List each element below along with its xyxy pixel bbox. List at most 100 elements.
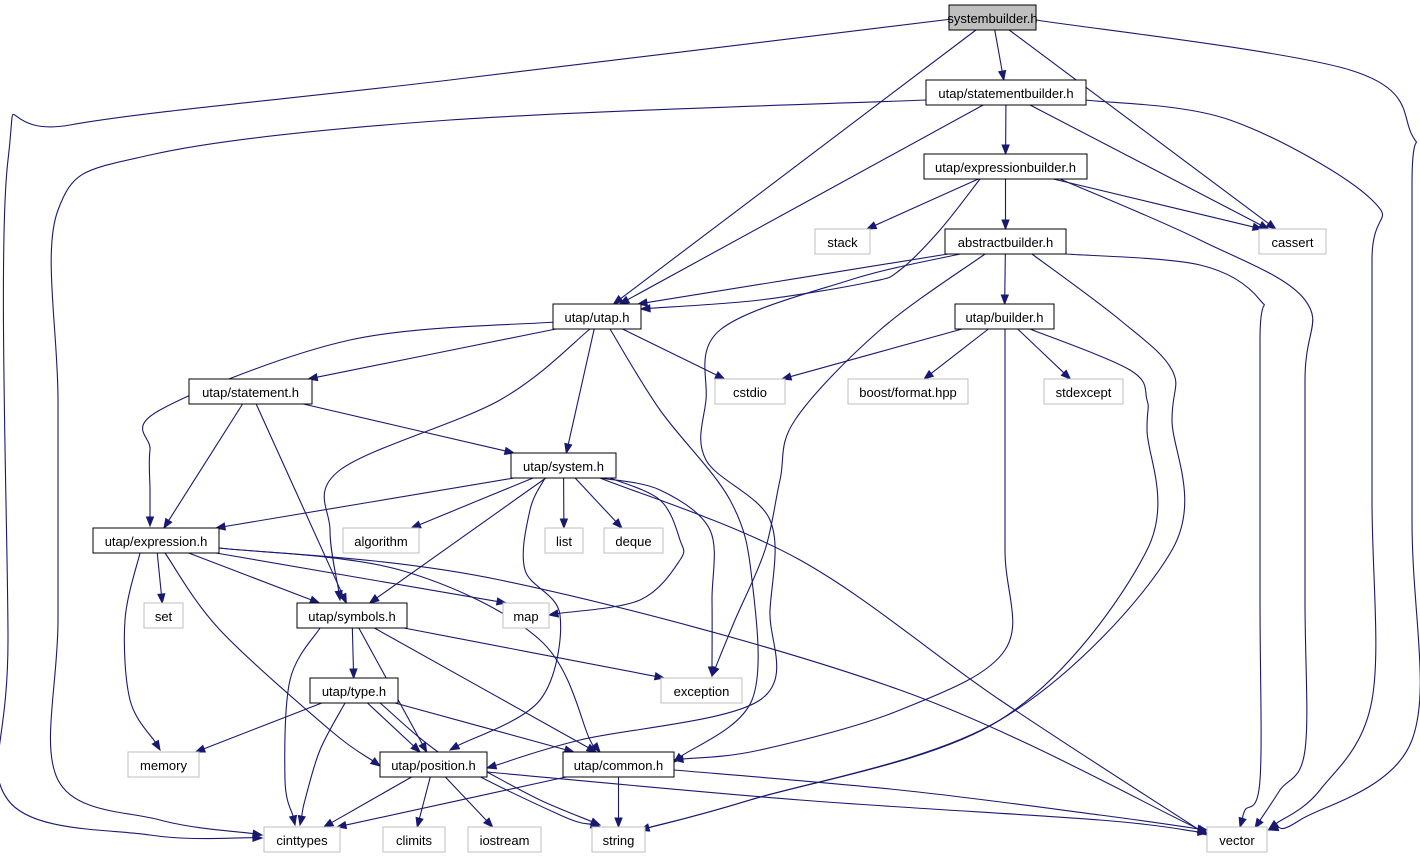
- edge-arrowhead: [308, 595, 321, 604]
- edge-line: [646, 253, 949, 304]
- edge-arrowhead: [485, 761, 498, 770]
- edge-abstractbuilder-to-builder: [1000, 253, 1010, 306]
- edge-line: [673, 769, 1199, 830]
- node-string: string: [591, 826, 646, 853]
- edge-arrowhead: [1254, 817, 1264, 830]
- edge-line: [303, 403, 506, 452]
- node-type[interactable]: utap/type.h: [309, 677, 399, 704]
- node-abstractbuilder[interactable]: abstractbuilder.h: [944, 228, 1067, 255]
- edge-systembuilder-to-cassert: [1008, 29, 1277, 230]
- edge-arrowhead: [418, 741, 428, 754]
- node-label: cstdio: [733, 385, 767, 400]
- edge-line: [142, 321, 556, 517]
- node-label: map: [513, 609, 538, 624]
- edge-system-to-list: [559, 477, 569, 530]
- node-label: algorithm: [354, 534, 407, 549]
- edge-statement-to-expression: [163, 403, 244, 530]
- edge-arrowhead: [707, 666, 717, 678]
- node-box: [925, 79, 1087, 106]
- edge-system-to-vector: [599, 477, 1209, 836]
- edge-arrowhead: [714, 371, 726, 380]
- edge-line: [218, 547, 1200, 830]
- node-stdexcept: stdexcept: [1043, 378, 1124, 405]
- edge-expression-to-symbols: [188, 552, 321, 604]
- edge-line: [648, 328, 1159, 829]
- node-box: [944, 228, 1067, 255]
- node-box: [502, 602, 550, 629]
- edge-expressionbuilder-to-cassert: [1053, 178, 1264, 231]
- node-box: [660, 677, 743, 704]
- edge-utap-to-cstdio: [622, 328, 726, 380]
- edge-arrowhead: [612, 518, 623, 530]
- edge-line: [0, 18, 953, 840]
- edge-line: [1065, 253, 1265, 819]
- node-box: [552, 303, 642, 330]
- edge-statementbuilder-to-cinttypes: [49, 99, 927, 838]
- node-expression[interactable]: utap/expression.h: [92, 527, 220, 554]
- node-deque: deque: [603, 527, 664, 554]
- node-statement[interactable]: utap/statement.h: [188, 378, 313, 405]
- node-label: memory: [140, 758, 187, 773]
- edge-builder-to-cstdio: [780, 328, 963, 381]
- node-common[interactable]: utap/common.h: [562, 751, 675, 778]
- edge-line: [351, 627, 354, 670]
- edge-expressionbuilder-to-stack: [865, 178, 979, 230]
- edge-arrowhead: [618, 295, 631, 305]
- edge-line: [486, 771, 592, 823]
- edge-abstractbuilder-to-position: [485, 253, 961, 770]
- edge-arrowhead: [410, 742, 422, 753]
- node-position[interactable]: utap/position.h: [379, 751, 488, 778]
- edge-arrowhead: [349, 668, 358, 680]
- edge-abstractbuilder-to-vector: [1065, 253, 1265, 829]
- edge-arrowhead: [151, 739, 161, 752]
- edge-symbols-to-exception: [403, 627, 666, 681]
- node-label: utap/symbols.h: [308, 609, 395, 624]
- edge-line: [994, 29, 1003, 72]
- node-statementbuilder[interactable]: utap/statementbuilder.h: [925, 79, 1087, 106]
- edge-symbols-to-common: [374, 627, 598, 753]
- edge-arrowhead: [163, 517, 173, 530]
- node-label: deque: [615, 534, 651, 549]
- edge-builder-to-boostformat: [922, 328, 989, 380]
- edge-expression-to-set: [156, 552, 166, 605]
- node-label: boost/format.hpp: [859, 385, 957, 400]
- node-systembuilder[interactable]: systembuilder.h: [947, 4, 1038, 31]
- edge-line: [599, 477, 1200, 831]
- node-cinttypes: cinttypes: [263, 826, 341, 853]
- node-label: utap/builder.h: [965, 310, 1043, 325]
- edge-line: [255, 403, 344, 596]
- edge-system-to-exception: [599, 477, 717, 678]
- edge-line: [627, 104, 984, 301]
- edge-line: [164, 552, 374, 762]
- node-stack: stack: [814, 228, 871, 255]
- node-box: [1258, 228, 1327, 255]
- edge-statementbuilder-to-cassert: [1029, 104, 1270, 230]
- edge-statementbuilder-to-utap: [618, 104, 984, 305]
- node-cassert: cassert: [1258, 228, 1327, 255]
- node-symbols[interactable]: utap/symbols.h: [296, 602, 408, 629]
- edge-utap-to-system: [564, 328, 595, 455]
- edge-arrowhead: [483, 817, 494, 829]
- edge-utap-to-common: [609, 328, 759, 763]
- node-box: [342, 527, 420, 554]
- node-system[interactable]: utap/system.h: [510, 452, 617, 479]
- edge-statement-to-system: [303, 403, 516, 455]
- edge-arrowhead: [672, 752, 685, 763]
- edge-line: [323, 328, 591, 592]
- edge-line: [1053, 178, 1254, 228]
- node-box: [603, 527, 664, 554]
- edge-expression-to-map: [215, 552, 508, 606]
- edge-line: [930, 328, 989, 374]
- node-box: [591, 826, 646, 853]
- node-label: iostream: [480, 833, 530, 848]
- node-box: [382, 826, 446, 853]
- node-expressionbuilder[interactable]: utap/expressionbuilder.h: [923, 153, 1088, 180]
- node-box: [562, 751, 675, 778]
- edge-utap-to-expression: [142, 321, 556, 528]
- node-box: [296, 602, 408, 629]
- edge-systembuilder-to-statementbuilder: [994, 29, 1007, 82]
- node-builder[interactable]: utap/builder.h: [954, 303, 1055, 330]
- node-label: utap/expression.h: [105, 534, 208, 549]
- node-utap[interactable]: utap/utap.h: [552, 303, 642, 330]
- edge-line: [218, 547, 596, 750]
